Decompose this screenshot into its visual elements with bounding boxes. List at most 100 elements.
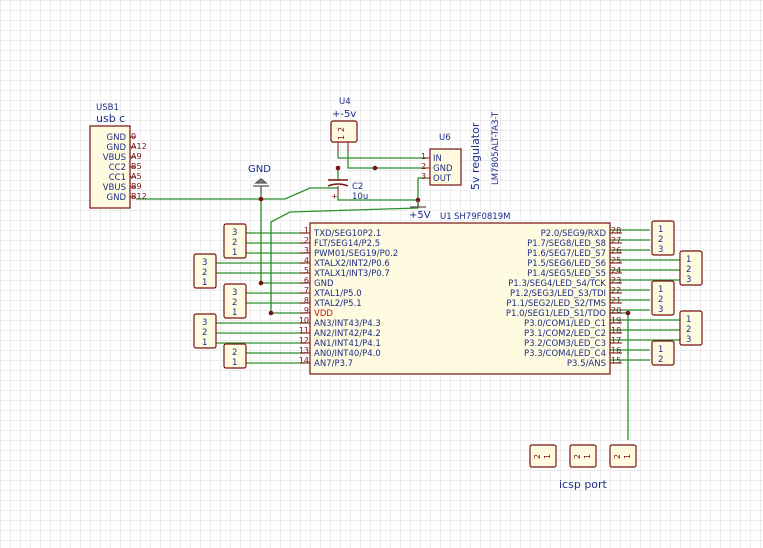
pin-header-number: 3 xyxy=(202,258,207,268)
usb-pin-number: A12 xyxy=(131,142,147,151)
u1-right-pin-name: P1.1/SEG2/LED_S2/TMS xyxy=(506,299,606,309)
icsp-pin-number: 2 xyxy=(533,454,542,459)
u1-right-pin-number: 27 xyxy=(611,236,621,245)
u1-left-pin-name: PWM01/SEG19/P0.2 xyxy=(314,249,398,259)
u1-right-pin-number: 22 xyxy=(611,286,621,295)
u4-pin-1: 1 xyxy=(337,135,346,140)
icsp-pin-number: 2 xyxy=(573,454,582,459)
pin-header[interactable]: 21 xyxy=(223,343,247,369)
u1-left-pin-name: XTALX1/INT3/P0.7 xyxy=(314,269,390,279)
junction-dot xyxy=(258,280,264,286)
usb-pin-number: A9 xyxy=(131,152,142,161)
u1-right-pin-number: 23 xyxy=(611,276,621,285)
u1-right-pin-number: 24 xyxy=(611,266,621,275)
u1-right-pin-number: 26 xyxy=(611,246,621,255)
u1-right-pin-number: 21 xyxy=(611,296,621,305)
icsp-pin-number: 1 xyxy=(623,454,632,459)
pin-header[interactable]: 12 xyxy=(651,340,675,366)
u1-right-pin-name: P1.5/SEG6/LED_S6 xyxy=(527,259,606,269)
u1-left-pin-name: AN2/INT42/P4.2 xyxy=(314,329,381,339)
u1-right-pin-name: P1.2/SEG3/LED_S3/TDI xyxy=(510,289,606,299)
pin-header-number: 3 xyxy=(232,288,237,298)
u4-value: +-5v xyxy=(332,109,356,120)
junction-dot xyxy=(372,165,378,171)
u1-left-pin-name: AN0/INT40/P4.0 xyxy=(314,349,381,359)
vcc-label: +5V xyxy=(409,210,431,221)
usb-pin-name: GND xyxy=(107,133,127,143)
pin-header-number: 2 xyxy=(232,348,237,358)
icsp-pin-number: 1 xyxy=(583,454,592,459)
pin-header-number: 1 xyxy=(658,225,663,235)
u1-right-pin-name: P3.0/COM1/LED_C1 xyxy=(524,319,606,329)
icsp-label: icsp port xyxy=(559,478,608,491)
pin-header-number: 2 xyxy=(658,295,663,305)
u1-left-pin-number: 3 xyxy=(304,246,309,255)
vcc-icon xyxy=(410,200,426,208)
u1-right-pin-name: P3.2/COM3/LED_C3 xyxy=(524,339,606,349)
pin-header-number: 3 xyxy=(658,305,663,315)
vcc-power-symbol: +5V xyxy=(409,200,431,221)
icsp-pin-number: 2 xyxy=(613,454,622,459)
u1-right-pin-number: 15 xyxy=(611,356,621,365)
u4-jumper[interactable]: U4 +-5v 1 2 xyxy=(330,97,358,152)
u6-value: 5v regulator xyxy=(469,122,482,190)
pin-header[interactable]: 321 xyxy=(223,283,247,319)
u1-right-pin-name: P3.5/ANS xyxy=(567,359,606,369)
c2-value: 10u xyxy=(352,192,368,202)
u1-left-pin-number: 13 xyxy=(299,346,309,355)
pin-header[interactable]: 321 xyxy=(193,253,217,289)
u1-left-pin-number: 11 xyxy=(299,326,309,335)
pin-header-number: 2 xyxy=(686,325,691,335)
usb-pin-name: GND xyxy=(107,143,127,153)
gnd-label: GND xyxy=(248,164,271,175)
wire-u4-out xyxy=(347,152,425,169)
pin-header[interactable]: 123 xyxy=(651,220,675,256)
u1-right-pin-number: 17 xyxy=(611,336,621,345)
pin-header[interactable]: 321 xyxy=(223,223,247,259)
wire-u4-in xyxy=(337,152,425,159)
icsp-pin-number: 1 xyxy=(543,454,552,459)
u1-left-pin-name: AN3/INT43/P4.3 xyxy=(314,319,381,329)
u1-left-pin-number: 6 xyxy=(304,276,309,285)
u6-pin-number: 2 xyxy=(421,162,426,171)
u1-left-pin-number: 10 xyxy=(299,316,309,325)
u1-left-pin-name: XTAL1/P5.0 xyxy=(314,289,362,299)
usb-pin-name: CC2 xyxy=(109,163,126,173)
u6-pin-number: 1 xyxy=(421,152,426,161)
u1-body xyxy=(309,222,611,375)
u1-right-pin-name: P3.1/COM2/LED_C2 xyxy=(524,329,606,339)
u1-left-pin-name: XTAL2/P5.1 xyxy=(314,299,362,309)
pin-header-number: 2 xyxy=(658,355,663,365)
u1-right-pin-number: 16 xyxy=(611,346,621,355)
u1-ref: U1 xyxy=(440,212,452,222)
wire-left-jumpers xyxy=(216,232,305,364)
pin-header[interactable]: 123 xyxy=(651,280,675,316)
u1-right-pin-number: 19 xyxy=(611,316,621,325)
pin-header[interactable]: 123 xyxy=(679,250,703,286)
pin-header[interactable]: 321 xyxy=(193,313,217,349)
u1-left-pin-number: 5 xyxy=(304,266,309,275)
u6-pin-name: GND xyxy=(433,164,453,174)
c2-plus: + xyxy=(331,192,338,201)
u1-left-pin-number: 14 xyxy=(299,356,309,365)
pin-header-number: 3 xyxy=(232,228,237,238)
u1-right-pin-name: P1.7/SEG8/LED_S8 xyxy=(527,239,606,249)
wire-reg-out xyxy=(417,177,425,200)
c2-capacitor[interactable]: + C2 10u xyxy=(327,179,368,202)
pin-header[interactable]: 123 xyxy=(679,310,703,346)
junction-dot xyxy=(258,196,264,202)
usb-pin-name: GND xyxy=(107,193,127,203)
wire-cap-bot xyxy=(337,196,420,201)
usb-pin-number: B12 xyxy=(131,192,147,201)
usb-ref: USB1 xyxy=(96,103,119,113)
